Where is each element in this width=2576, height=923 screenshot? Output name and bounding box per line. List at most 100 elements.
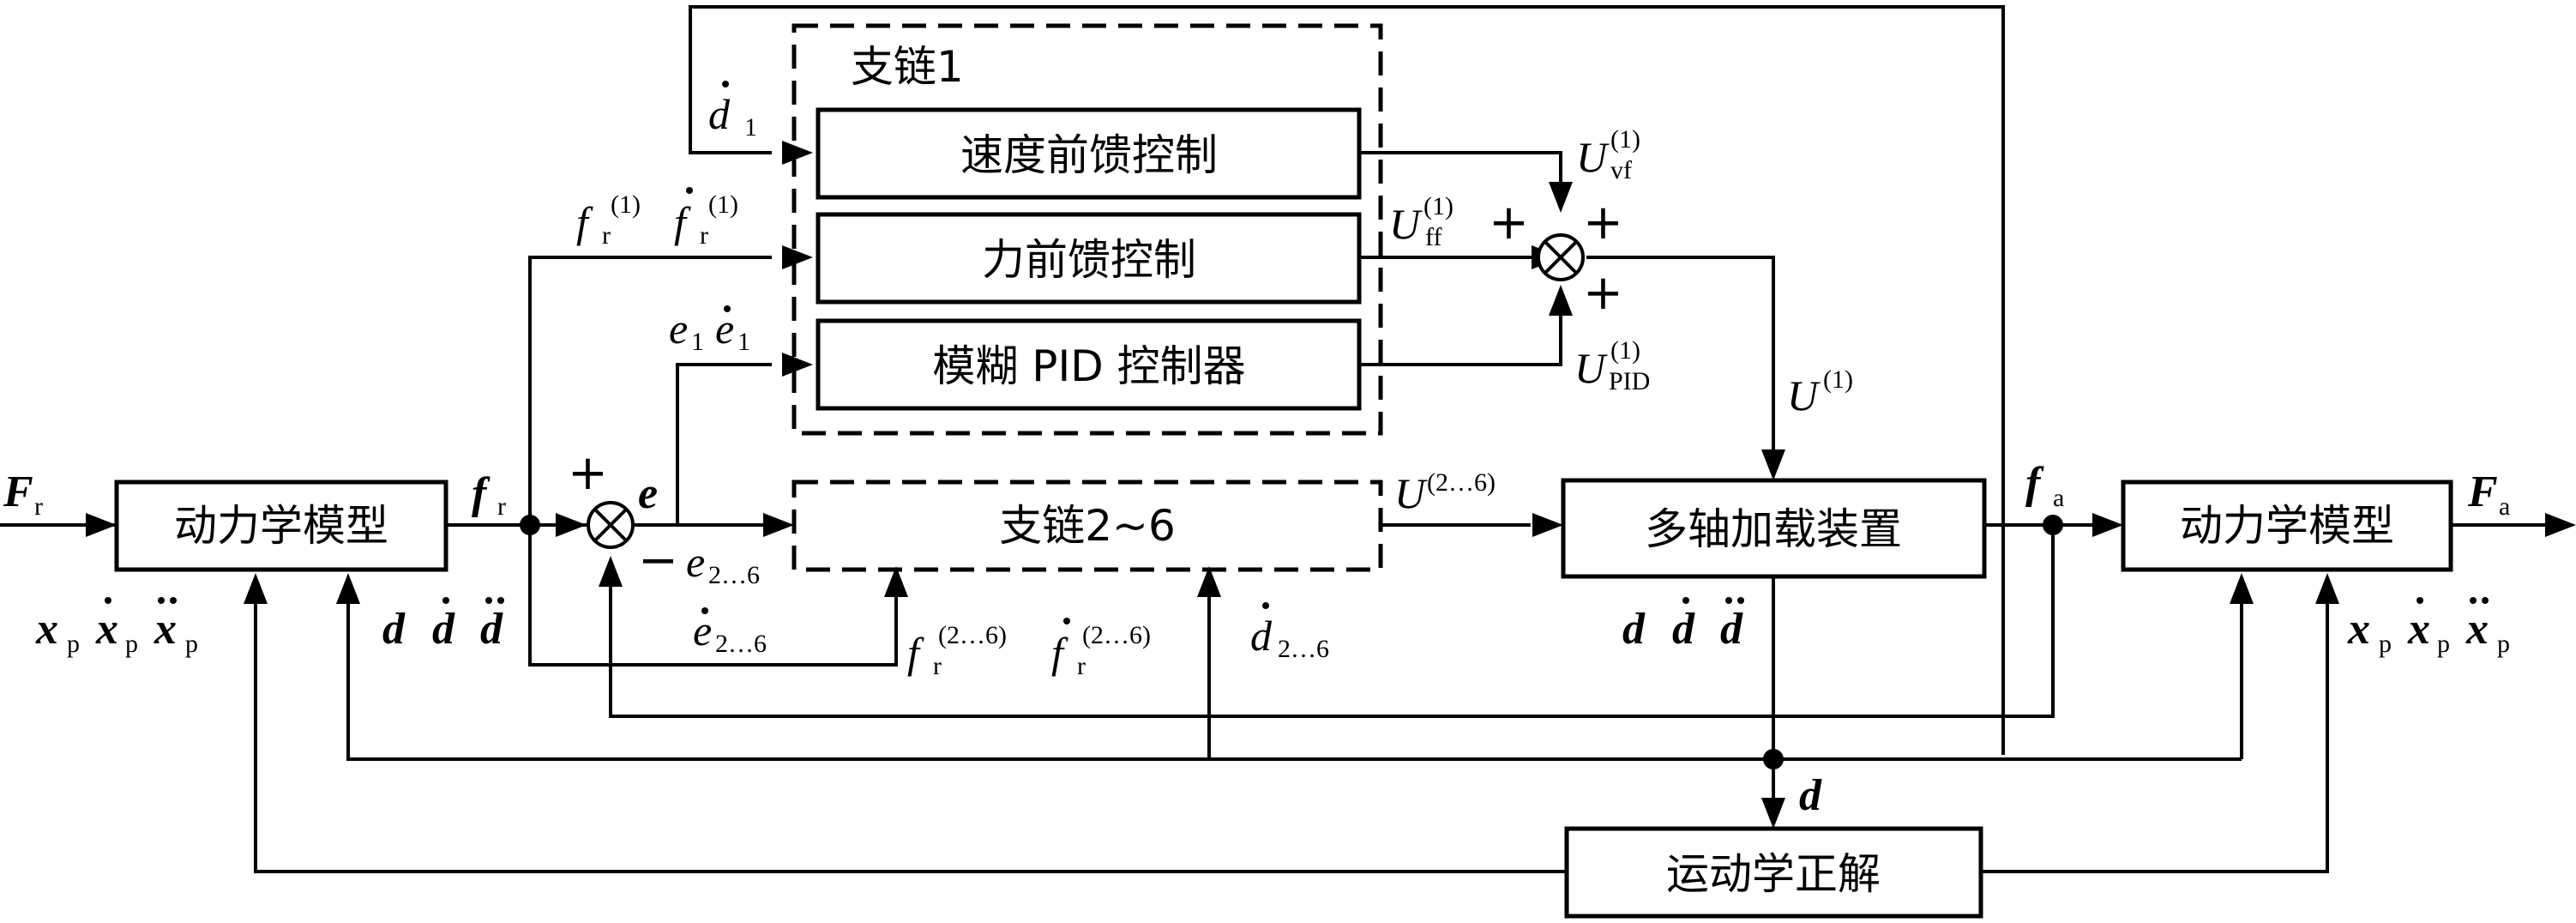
signal-minus-e26: − e 2…6: [638, 533, 760, 589]
svg-text:d: d: [432, 605, 455, 654]
signal-fa: f a: [2025, 459, 2064, 512]
branch1-title: 支链1: [851, 42, 964, 92]
svg-text:p: p: [125, 630, 138, 658]
svg-text:d: d: [708, 90, 731, 138]
plus-pid: +: [1583, 265, 1623, 321]
signal-e: e: [638, 469, 658, 518]
svg-text:d: d: [1250, 612, 1273, 660]
svg-text:d: d: [480, 605, 503, 654]
svg-text:x: x: [35, 605, 58, 654]
svg-text:d: d: [1622, 605, 1646, 654]
svg-text:(1): (1): [611, 190, 641, 219]
arrowheads: [86, 141, 2576, 829]
svg-text:e: e: [693, 606, 712, 655]
svg-text:(1): (1): [1610, 125, 1640, 154]
multi-axis-loader-block: [1561, 478, 1987, 579]
svg-text:f: f: [472, 469, 491, 518]
svg-text:p: p: [2379, 630, 2392, 658]
signal-xp-right: x p x p x p: [2347, 597, 2510, 658]
svg-text:F: F: [2467, 468, 2498, 516]
force-feedforward-block: [816, 212, 1362, 305]
junction-fa: [2043, 515, 2063, 535]
dynamics-model-left-label: 动力学模型: [174, 501, 388, 551]
svg-text:d: d: [1720, 605, 1743, 654]
force-feedforward-label: 力前馈控制: [982, 235, 1196, 285]
svg-text:PID: PID: [1609, 367, 1650, 395]
svg-text:e: e: [715, 305, 734, 353]
signal-U26: U (2…6): [1394, 468, 1496, 517]
plus-ff: +: [1489, 195, 1529, 250]
svg-text:(2…6): (2…6): [1427, 468, 1496, 497]
junctions: [520, 515, 2063, 769]
svg-text:2…6: 2…6: [708, 561, 760, 589]
svg-text:r: r: [1077, 652, 1086, 680]
svg-text:x: x: [95, 605, 118, 654]
svg-text:x: x: [2465, 605, 2489, 654]
svg-text:F: F: [3, 468, 33, 516]
svg-text:p: p: [185, 630, 198, 658]
svg-text:e: e: [669, 305, 688, 353]
dynamics-model-right-block: [2121, 480, 2453, 572]
svg-text:x: x: [153, 605, 177, 654]
svg-text:r: r: [497, 492, 506, 521]
svg-text:U: U: [1389, 200, 1423, 248]
velocity-feedforward-block: [816, 107, 1362, 200]
sum-junction-error: [587, 501, 635, 549]
sum-junction-branch1: [1537, 233, 1585, 281]
svg-text:(1): (1): [708, 190, 738, 219]
svg-text:p: p: [2497, 630, 2510, 658]
signal-Fa: F a: [2467, 468, 2510, 521]
signal-xp-left: x p x p x p: [35, 597, 198, 658]
svg-text:p: p: [2437, 630, 2450, 658]
signal-fr26: f (2…6) r f (2…6) r: [907, 618, 1151, 680]
plus-vf: +: [1583, 195, 1623, 250]
plus-error-sum: +: [568, 445, 608, 501]
svg-text:f: f: [2025, 459, 2044, 508]
signal-Uvf: U (1) vf: [1576, 125, 1640, 184]
svg-text:r: r: [933, 652, 942, 680]
svg-text:f: f: [576, 198, 593, 246]
signal-e1: e 1 e 1: [669, 305, 750, 356]
signal-d-dd-ddd-left: d d d: [382, 597, 504, 654]
svg-text:r: r: [602, 221, 611, 250]
signal-fr: f r: [472, 469, 506, 521]
svg-text:d: d: [382, 605, 406, 654]
junction-d: [1763, 749, 1784, 769]
svg-text:p: p: [67, 630, 80, 658]
branch1-container: [791, 23, 1383, 436]
signal-U1: U (1): [1787, 365, 1853, 419]
signal-Uff: U (1) ff: [1389, 192, 1454, 251]
signal-edot26: e 2…6: [693, 606, 767, 658]
svg-text:f: f: [1051, 629, 1068, 677]
svg-text:U: U: [1576, 133, 1610, 181]
forward-kinematics-label: 运动学正解: [1666, 849, 1881, 899]
svg-text:(1): (1): [1610, 336, 1640, 365]
svg-text:e: e: [686, 538, 705, 586]
svg-text:U: U: [1787, 371, 1821, 419]
branch26-label: 支链2~6: [999, 501, 1176, 551]
svg-text:(2…6): (2…6): [938, 621, 1007, 649]
signal-ddot26: d 2…6: [1250, 602, 1329, 663]
svg-text:f: f: [674, 198, 691, 246]
dynamics-model-left-block: [114, 480, 448, 572]
svg-text:vf: vf: [1610, 156, 1632, 184]
signal-d-kinematics: d: [1799, 771, 1822, 820]
velocity-feedforward-label: 速度前馈控制: [960, 130, 1218, 180]
fuzzy-pid-block: [816, 318, 1362, 411]
svg-text:a: a: [2499, 492, 2510, 521]
svg-text:2…6: 2…6: [715, 630, 767, 658]
svg-text:2…6: 2…6: [1278, 635, 1329, 663]
svg-text:1: 1: [737, 328, 750, 356]
svg-text:r: r: [34, 492, 43, 521]
signal-d-dd-ddd-loader: d d d: [1622, 597, 1744, 654]
dynamics-model-right-label: 动力学模型: [2180, 501, 2394, 551]
signal-d1dot: d 1: [708, 81, 757, 142]
branch26-block: [791, 480, 1383, 572]
svg-text:U: U: [1574, 344, 1608, 392]
forward-kinematics-block: [1564, 826, 1983, 919]
svg-text:ff: ff: [1425, 223, 1441, 251]
svg-text:(2…6): (2…6): [1082, 621, 1151, 649]
connections: [0, 5, 2547, 873]
junction-fr: [520, 515, 540, 535]
